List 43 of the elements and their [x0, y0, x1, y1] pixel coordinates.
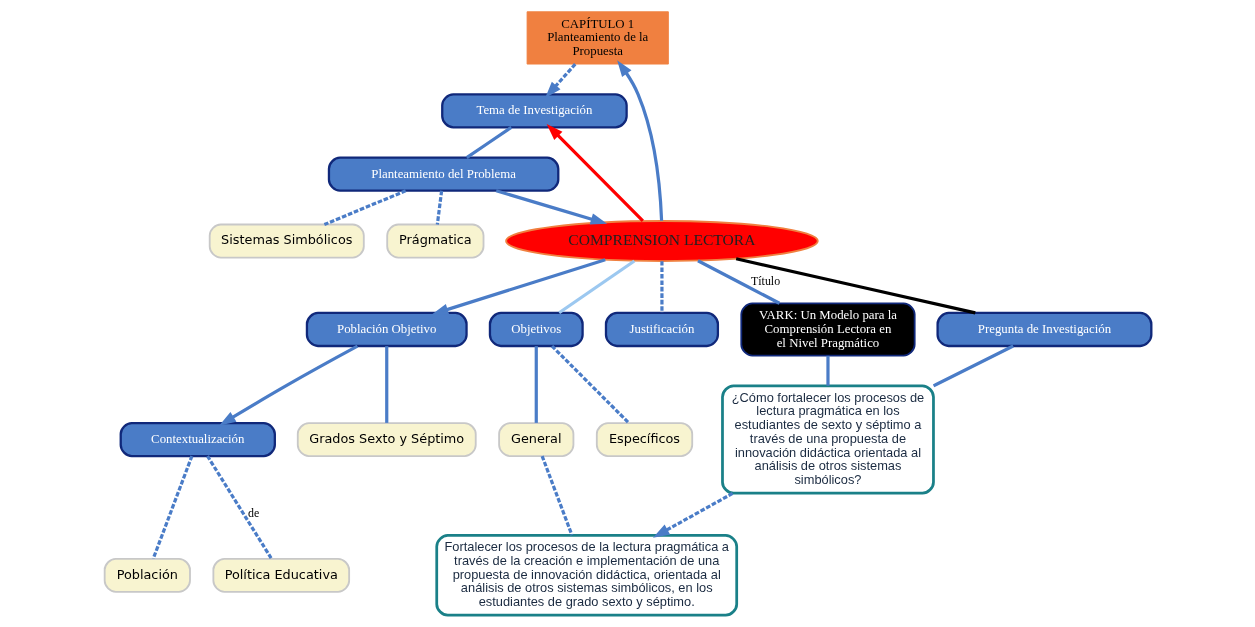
arrow	[495, 189, 607, 225]
connector	[696, 259, 780, 305]
node-box: Contextualización	[119, 421, 276, 458]
node-box: Sistemas Simbólicos	[208, 223, 365, 259]
arrow	[546, 124, 644, 223]
node-box: ¿Cómo fortalecer los procesos de lectura pragmática en los estudiantes de sexto y séptimo a través de una propuesta de innovación didáctica orientada al análisis de otros sistemas simbólicos?	[720, 384, 935, 495]
edge-label: de	[247, 506, 259, 521]
connector	[534, 346, 538, 423]
node-box: Fortalecer los procesos de la lectura pragmática a través de la creación e implementación de una propuesta de innovación didáctica, orientada al análisis de otros sistemas simbólicos, en los estudiantes de grado sexto y séptimo.	[434, 534, 738, 617]
connector	[932, 344, 1014, 388]
node-box: Objetivos	[488, 311, 584, 348]
node-ellipse: COMPRENSION LECTORA	[504, 220, 819, 262]
connector	[465, 126, 512, 159]
arrow	[431, 258, 606, 315]
connector	[550, 345, 630, 424]
arrow	[544, 63, 576, 98]
connector	[205, 455, 273, 560]
node-box: VARK: Un Modelo para la Comprensión Lectora en el Nivel Pragmático	[739, 302, 916, 357]
node-box: Población	[103, 557, 191, 593]
node-box: Población Objetivo	[305, 311, 468, 348]
connector	[825, 355, 830, 386]
connector	[735, 257, 976, 315]
node-box: Justificación	[604, 311, 719, 348]
edge-label: Título	[750, 274, 780, 289]
node-box: General	[497, 422, 574, 457]
node-box: Planteamiento del Problema	[327, 156, 559, 192]
arrow	[218, 344, 358, 426]
node-box: Grados Sexto y Séptimo	[296, 422, 477, 457]
node-box: Tema de Investigación	[440, 93, 628, 129]
connector	[435, 190, 443, 225]
connector	[659, 261, 664, 313]
node-box: Prágmatica	[385, 223, 484, 259]
connector	[540, 455, 573, 536]
node-box: Política Educativa	[211, 557, 350, 593]
connector	[557, 259, 635, 315]
connector	[151, 455, 193, 560]
node-box: Pregunta de Investigación	[935, 311, 1152, 348]
node-box: CAPÍTULO 1 Planteamiento de la Propuesta	[526, 11, 669, 65]
arrow	[616, 60, 663, 221]
arrow	[652, 492, 733, 538]
connector	[384, 346, 388, 423]
node-box: Específicos	[595, 422, 693, 457]
connector	[323, 189, 406, 226]
